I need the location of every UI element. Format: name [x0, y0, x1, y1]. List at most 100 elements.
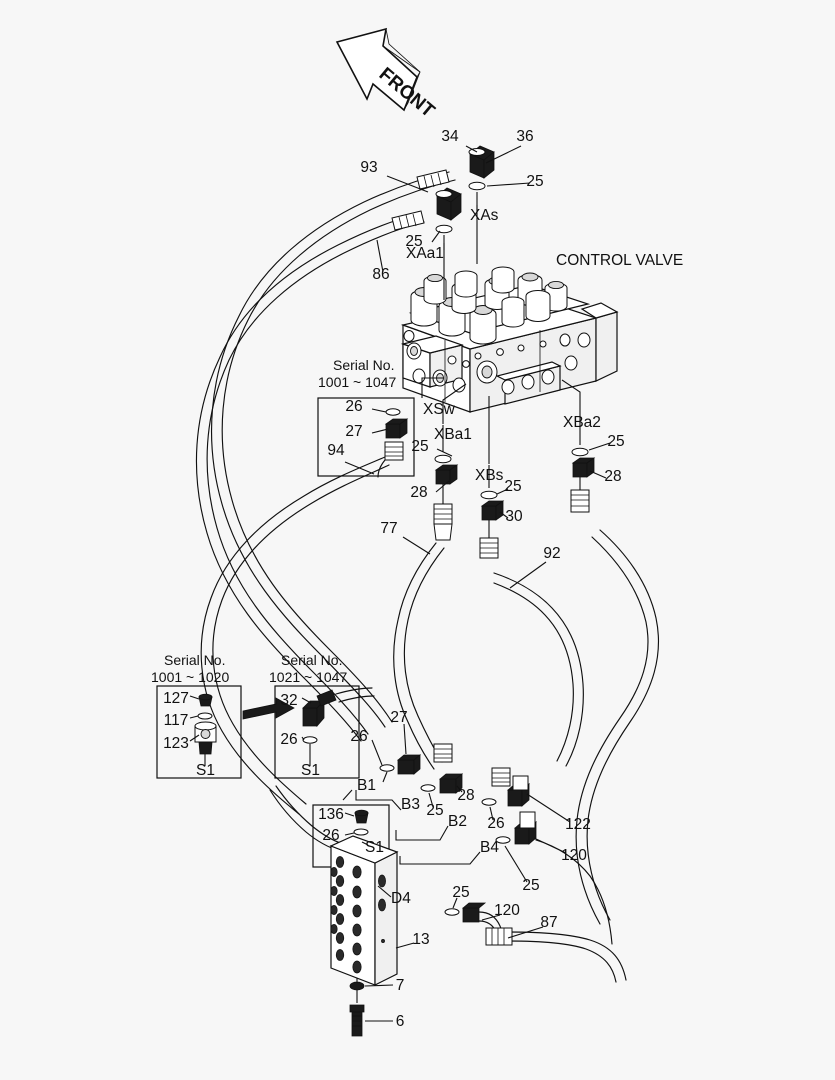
- part-136-cap: [354, 809, 369, 824]
- ferrule-86: [391, 210, 425, 231]
- fitting-30-xbs: [480, 500, 505, 521]
- callout-25-b: 25: [405, 233, 422, 250]
- callout-92: 92: [543, 545, 560, 562]
- fitting-28-b3: [438, 773, 464, 794]
- callout-26-e: 26: [322, 827, 339, 844]
- hose-to-32: [335, 687, 375, 703]
- serial-1020-line1: Serial No.: [164, 652, 225, 668]
- control-valve-body: [400, 266, 619, 413]
- port-label-xas: XAs: [470, 207, 499, 224]
- washer-26-b1: [379, 764, 395, 772]
- washer-25-b3: [420, 784, 436, 792]
- washer-25-top: [468, 181, 486, 191]
- callout-25-g: 25: [522, 877, 539, 894]
- washer-26-b2: [481, 798, 497, 806]
- washer-25-xbs: [480, 490, 498, 500]
- ferrule-93: [416, 169, 450, 190]
- washer-25-xba2: [571, 447, 589, 457]
- serial-1047-line2: 1001 ~ 1047: [318, 374, 396, 390]
- callout-123: 123: [163, 735, 189, 752]
- hose-94: [200, 456, 390, 815]
- callout-28-c: 28: [457, 787, 474, 804]
- callout-30: 30: [505, 508, 523, 525]
- washer-7: [349, 981, 365, 991]
- fitting-120-elbow: [513, 811, 538, 845]
- ferrule-87: [485, 927, 513, 946]
- port-label-s1-manifold: S1: [365, 839, 384, 856]
- coupling-xba1: [433, 503, 453, 525]
- callout-77: 77: [380, 520, 397, 537]
- callout-26-b: 26: [280, 731, 297, 748]
- control-valve-label: CONTROL VALVE: [556, 252, 683, 269]
- fitting-28-xba2: [571, 457, 596, 478]
- callout-122: 122: [565, 816, 591, 833]
- callout-32: 32: [280, 692, 297, 709]
- callout-26-c: 26: [350, 728, 367, 745]
- port-label-xba2: XBa2: [563, 414, 601, 431]
- fitting-28-xba1: [434, 464, 459, 485]
- callout-136: 136: [318, 806, 344, 823]
- washer-25-d4: [444, 908, 460, 916]
- hose-86: [195, 213, 425, 742]
- fitting-36-elbow: [468, 145, 495, 179]
- serial-1047b-line1: Serial No.: [281, 652, 342, 668]
- port-label-xba1: XBa1: [434, 426, 472, 443]
- callout-25-d: 25: [504, 478, 521, 495]
- callout-117: 117: [164, 712, 189, 729]
- callout-26-d: 26: [487, 815, 504, 832]
- port-label-b4: B4: [480, 839, 499, 856]
- coupling-94: [384, 441, 404, 461]
- fitting-34-elbow: [435, 187, 462, 221]
- callout-120-a: 120: [561, 847, 587, 864]
- callout-27-a: 27: [345, 423, 362, 440]
- fitting-27: [384, 408, 409, 439]
- port-label-xaa1: XAa1: [406, 245, 444, 262]
- hose-77-elbow: [433, 743, 453, 763]
- port-labels: XAs XAa1 XSw XBa1 XBa2 XBs B1 B3 B2 B4 D…: [357, 207, 601, 907]
- coupling-77: [433, 523, 453, 541]
- callout-28-b: 28: [604, 468, 621, 485]
- washer-25-b4: [495, 836, 511, 844]
- callout-34: 34: [441, 128, 459, 145]
- port-label-xsw: XSw: [423, 401, 456, 418]
- serial-captions: Serial No. 1001 ~ 1047 Serial No. 1001 ~…: [151, 357, 396, 685]
- manifold-ports: [330, 856, 386, 974]
- hose-122: [575, 529, 660, 925]
- washer-25-xaa1: [435, 224, 453, 234]
- callout-25-e: 25: [607, 433, 624, 450]
- port-label-s1-a: S1: [196, 762, 215, 779]
- port-label-s1-b: S1: [301, 762, 320, 779]
- callout-25-a: 25: [526, 173, 543, 190]
- callout-87: 87: [540, 914, 557, 931]
- serial-1047b-line2: 1021 ~ 1047: [269, 669, 347, 685]
- fitting-122-elbow: [506, 775, 531, 807]
- callout-120-b: 120: [494, 902, 520, 919]
- manifold-block-13: [329, 835, 399, 986]
- callout-127: 127: [163, 690, 189, 707]
- callout-36: 36: [516, 128, 533, 145]
- hose-77: [393, 542, 445, 770]
- port-label-d4: D4: [391, 890, 411, 907]
- callout-86: 86: [372, 266, 389, 283]
- serial-1020-line2: 1001 ~ 1020: [151, 669, 229, 685]
- leader-lines: [189, 145, 611, 1022]
- washer-25-xba1: [434, 454, 452, 464]
- callout-labels: 34 36 25 93 25 86 26 27 94 25 28 25 30 2…: [163, 128, 625, 1030]
- hose-87: [507, 931, 627, 983]
- callout-27-b: 27: [390, 709, 407, 726]
- serial-box-1021-1047: [274, 685, 360, 779]
- part-127-cap: [198, 693, 213, 707]
- serial-1047-line1: Serial No.: [333, 357, 394, 373]
- valve-spool-caps: [410, 266, 568, 345]
- callout-25-c: 25: [411, 438, 428, 455]
- callout-25-h: 25: [452, 884, 469, 901]
- port-label-b2: B2: [448, 813, 467, 830]
- callout-13: 13: [412, 931, 429, 948]
- coupling-xba2: [570, 489, 590, 513]
- serial-box-1001-1020: [156, 685, 242, 779]
- washer-117: [197, 712, 213, 720]
- callout-25-f: 25: [426, 802, 443, 819]
- callout-6: 6: [396, 1013, 405, 1030]
